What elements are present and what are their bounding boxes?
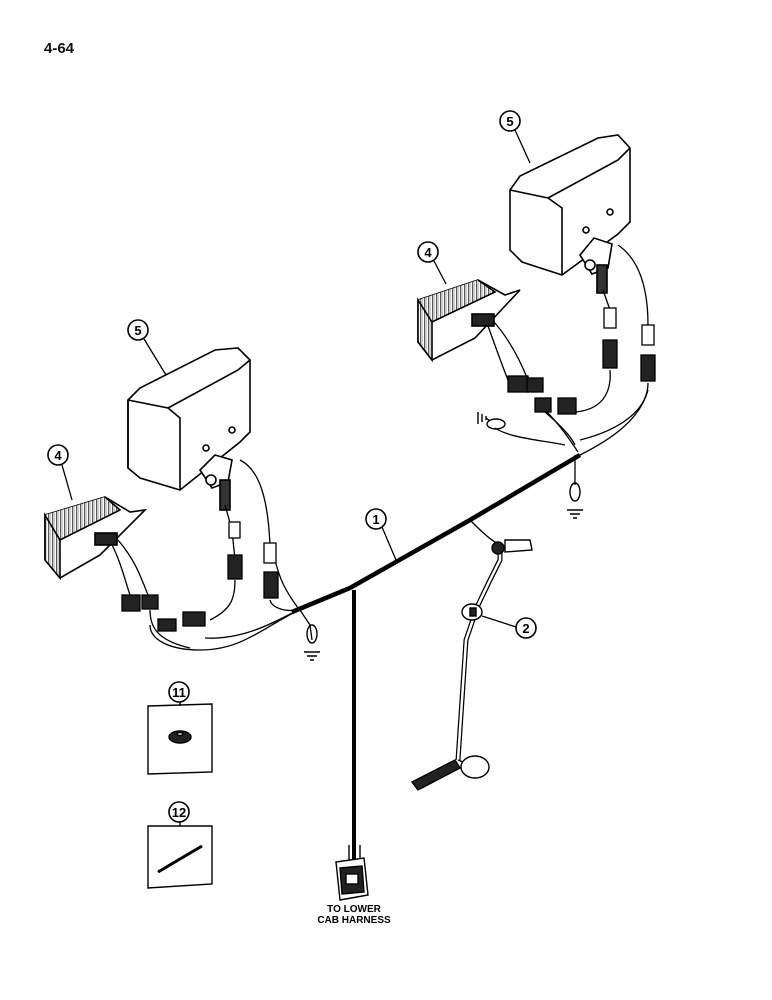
work-lamp-left-wiring	[157, 459, 299, 632]
svg-text:1: 1	[372, 512, 379, 527]
tail-lamp-right	[417, 279, 521, 363]
main-harness	[149, 389, 649, 865]
tail-lamp-left	[44, 496, 148, 581]
item-12-cable-tie	[147, 822, 213, 889]
svg-text:2: 2	[522, 621, 529, 636]
svg-text:5: 5	[506, 114, 513, 129]
tail-lamp-right-wiring	[487, 321, 577, 446]
switch-assembly	[410, 539, 533, 791]
note-lower-harness-line1: TO LOWER	[327, 904, 381, 915]
item-11-grommet	[147, 702, 213, 775]
page-number: 4-64	[44, 40, 75, 57]
work-lamp-right-wiring	[574, 244, 656, 441]
ground-eyelet-right	[567, 482, 583, 519]
callout-1: 1	[365, 508, 397, 561]
note-lower-harness-line2: CAB HARNESS	[317, 915, 391, 926]
svg-text:4: 4	[424, 245, 432, 260]
callout-5-right: 5	[499, 110, 531, 164]
svg-text:11: 11	[172, 685, 186, 700]
ground-eyelet-left	[304, 624, 320, 661]
callout-12: 12	[168, 801, 190, 823]
svg-text:5: 5	[134, 323, 141, 338]
callout-4-left: 4	[47, 444, 73, 501]
work-lamp-right	[509, 134, 631, 294]
svg-text:4: 4	[54, 448, 62, 463]
callout-2: 2	[481, 615, 537, 639]
svg-text:12: 12	[172, 805, 186, 820]
callout-11: 11	[168, 681, 190, 703]
tail-lamp-left-wiring	[111, 539, 191, 649]
ground-eyelet-upper	[477, 412, 506, 430]
callout-4-right: 4	[417, 241, 447, 285]
callout-5-left: 5	[127, 319, 167, 376]
lower-harness-connector	[335, 857, 369, 901]
work-lamp-left	[127, 347, 251, 511]
